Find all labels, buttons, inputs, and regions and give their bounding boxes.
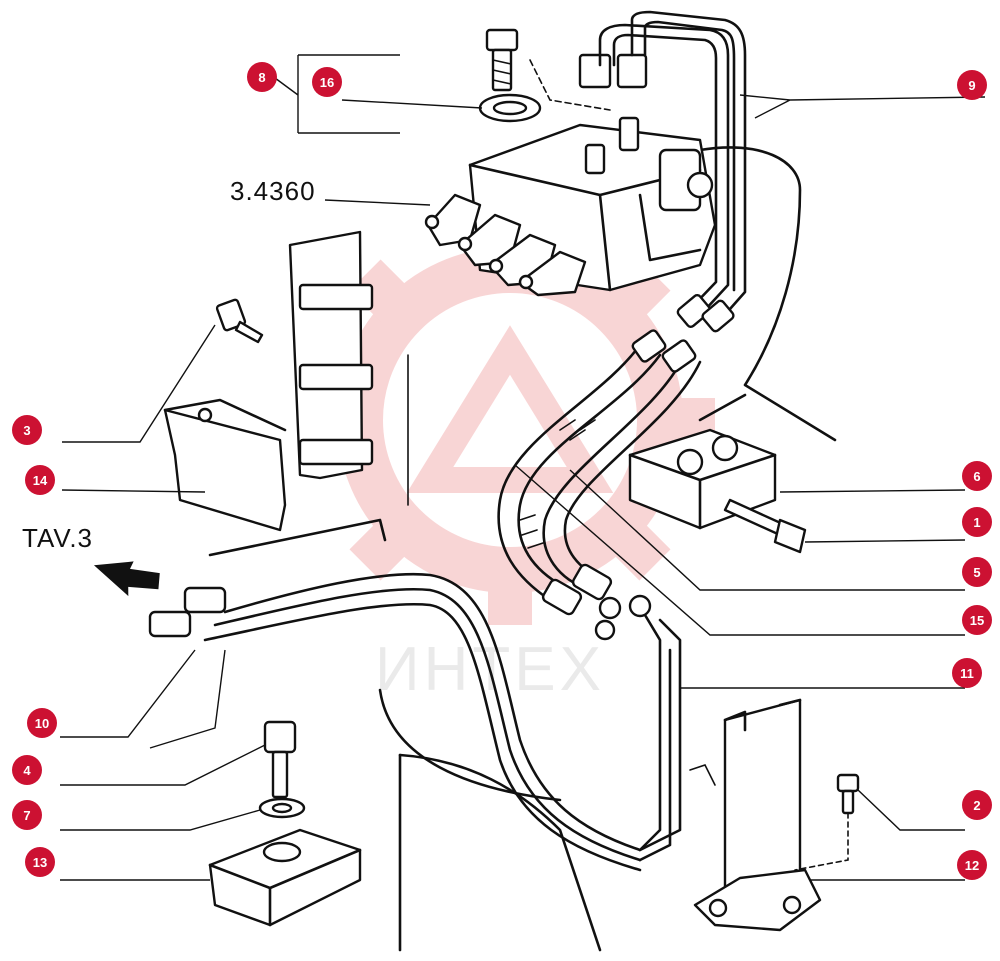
callout-circle <box>312 67 342 97</box>
frame-outline <box>208 146 837 952</box>
callout-number: 15 <box>970 613 984 628</box>
callout-1: 1 <box>962 507 992 537</box>
callout-circle <box>12 415 42 445</box>
callout-circle <box>12 800 42 830</box>
callout-11: 11 <box>952 658 982 688</box>
injection-pump <box>424 53 717 297</box>
callout-number: 9 <box>968 78 975 93</box>
mounting-bracket <box>163 230 374 532</box>
callout-10: 10 <box>27 708 57 738</box>
banjo-bolt <box>485 28 519 92</box>
callout-number: 12 <box>965 858 979 873</box>
lower-washer <box>258 797 306 819</box>
sealing-washer <box>478 93 542 123</box>
callout-2: 2 <box>962 790 992 820</box>
callout-12: 12 <box>957 850 987 880</box>
callout-number: 7 <box>23 808 30 823</box>
callout-circle <box>957 850 987 880</box>
callout-circle <box>962 557 992 587</box>
bracket-bolt <box>215 298 264 344</box>
callout-number: 2 <box>973 798 980 813</box>
callout-number: 10 <box>35 716 49 731</box>
callout-number: 14 <box>33 473 48 488</box>
callout-circle <box>12 755 42 785</box>
support-post <box>689 698 822 932</box>
callout-number: 4 <box>23 763 31 778</box>
callout-9: 9 <box>957 70 987 100</box>
post-screw <box>794 773 860 871</box>
callout-7: 7 <box>12 800 42 830</box>
callout-circle <box>25 847 55 877</box>
flex-hoses <box>497 294 735 641</box>
leader-lines <box>60 54 986 881</box>
reference-label: TAV.3 <box>22 523 93 553</box>
callout-15: 15 <box>962 605 992 635</box>
callout-circle <box>952 658 982 688</box>
callout-13: 13 <box>25 847 55 877</box>
pump-outlets <box>424 193 587 297</box>
callout-circle <box>962 507 992 537</box>
watermark-text: ИНТЕХ <box>375 635 605 704</box>
callout-number: 6 <box>973 469 980 484</box>
callout-number: 3 <box>23 423 30 438</box>
part-number-label: 3.4360 <box>230 176 316 206</box>
callout-circle <box>962 790 992 820</box>
callout-number: 13 <box>33 855 47 870</box>
callout-number: 16 <box>320 75 334 90</box>
callout-3: 3 <box>12 415 42 445</box>
callout-5: 5 <box>962 557 992 587</box>
callout-circle <box>25 465 55 495</box>
lower-clamp <box>208 828 362 927</box>
callout-circle <box>27 708 57 738</box>
clamp-bolt <box>723 498 807 554</box>
pump-top-fittings <box>578 53 648 175</box>
callout-16: 16 <box>312 67 342 97</box>
callout-circle <box>247 62 277 92</box>
callout-8: 8 <box>247 62 277 92</box>
direction-arrow <box>93 561 160 597</box>
callout-number: 5 <box>973 565 980 580</box>
callout-circle <box>957 70 987 100</box>
pipes-upper <box>598 10 747 320</box>
callout-circle <box>962 605 992 635</box>
callout-4: 4 <box>12 755 42 785</box>
callout-circle <box>962 461 992 491</box>
callout-6: 6 <box>962 461 992 491</box>
callout-14: 14 <box>25 465 55 495</box>
lower-bolt <box>263 720 297 799</box>
callout-number: 1 <box>973 515 980 530</box>
pipes-lower <box>148 572 682 872</box>
callout-number: 8 <box>258 70 265 85</box>
callout-number: 11 <box>960 666 974 681</box>
